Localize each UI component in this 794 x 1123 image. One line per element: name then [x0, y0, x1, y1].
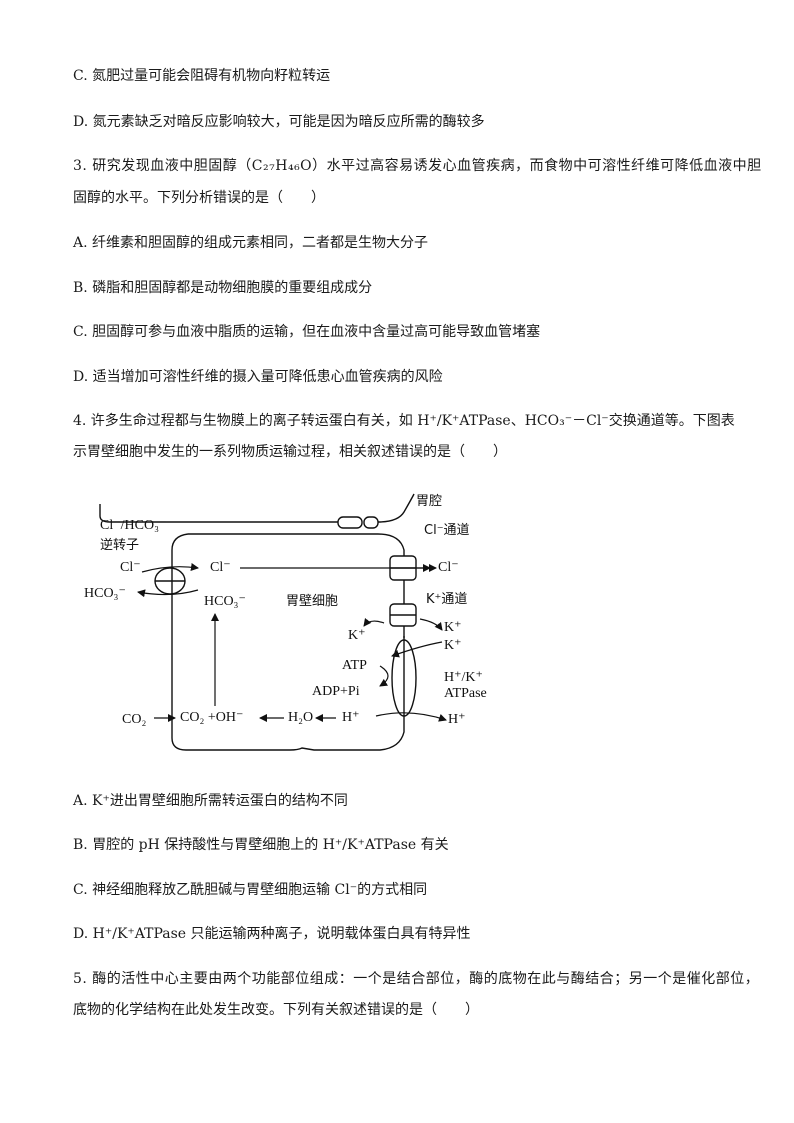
question-3-stem-line2: 固醇的水平。下列分析错误的是（ ）: [73, 190, 325, 206]
label-h-out: H⁺: [448, 712, 466, 727]
lumen-membrane-left: [99, 504, 338, 523]
label-cell-name: 胃壁细胞: [286, 594, 339, 609]
lumen-membrane-right: [377, 493, 415, 523]
label-k-out-2: K⁺: [444, 638, 462, 653]
label-pump: H⁺/K⁺: [444, 670, 483, 685]
question-3-stem-line1: 3. 研究发现血液中胆固醇（C₂₇H₄₆O）水平过高容易诱发心血管疾病，而食物中…: [73, 158, 762, 174]
parietal-cell-diagram: 胃腔 Cl⁻/HCO₃⁻ 逆转子 Cl⁻ HCO₃⁻ Cl⁻ HCO₃⁻ 胃壁细…: [80, 486, 500, 761]
question-3-option-b: B. 磷脂和胆固醇都是动物细胞膜的重要组成成分: [73, 280, 373, 296]
label-pump-atpase: ATPase: [444, 686, 487, 701]
option-c-q2: C. 氮肥过量可能会阻碍有机物向籽粒转运: [73, 68, 331, 84]
diagram-drawing: [99, 493, 447, 751]
label-cl-out: Cl⁻: [438, 560, 459, 575]
label-antiporter-ions: Cl⁻/HCO₃⁻: [100, 518, 167, 533]
label-adp-pi: ADP+Pi: [312, 684, 360, 699]
question-4-option-d: D. H⁺/K⁺ATPase 只能运输两种离子，说明载体蛋白具有特异性: [73, 926, 471, 942]
label-cl-left: Cl⁻: [120, 560, 141, 575]
label-k-out-1: K⁺: [444, 620, 462, 635]
question-4-option-a: A. K⁺进出胃壁细胞所需转运蛋白的结构不同: [73, 793, 348, 809]
label-antiporter: 逆转子: [100, 538, 140, 553]
question-4-option-b: B. 胃腔的 pH 保持酸性与胃壁细胞上的 H⁺/K⁺ATPase 有关: [73, 837, 449, 853]
label-cl-channel: Cl⁻通道: [424, 523, 470, 538]
question-5-stem-line2: 底物的化学结构在此处发生改变。下列有关叙述错误的是（ ）: [73, 1002, 479, 1018]
question-3-option-c: C. 胆固醇可参与血液中脂质的运输，但在血液中含量过高可能导致血管堵塞: [73, 324, 541, 340]
question-5-stem-line1: 5. 酶的活性中心主要由两个功能部位组成：一个是结合部位，酶的底物在此与酶结合；…: [73, 971, 760, 987]
label-k-channel: K⁺通道: [426, 592, 468, 607]
tight-junction-2: [363, 516, 379, 529]
label-co2-oh: CO₂ +OH⁻: [180, 710, 244, 725]
question-3-option-d: D. 适当增加可溶性纤维的摄入量可降低患心血管疾病的风险: [73, 369, 443, 385]
label-atp: ATP: [342, 658, 367, 673]
label-hco3-left: HCO₃⁻: [84, 586, 126, 601]
label-cl-inner: Cl⁻: [210, 560, 231, 575]
question-4-stem-line1: 4. 许多生命过程都与生物膜上的离子转运蛋白有关，如 H⁺/K⁺ATPase、H…: [73, 413, 735, 429]
label-h2o: H₂O: [288, 710, 314, 725]
label-k-in: K⁺: [348, 628, 366, 643]
question-4-stem-line2: 示胃壁细胞中发生的一系列物质运输过程，相关叙述错误的是（ ）: [73, 444, 507, 460]
label-stomach-lumen: 胃腔: [416, 494, 443, 509]
option-d-q2: D. 氮元素缺乏对暗反应影响较大，可能是因为暗反应所需的酶较多: [73, 114, 485, 130]
label-hco3-inner: HCO₃⁻: [204, 594, 246, 609]
question-4-option-c: C. 神经细胞释放乙酰胆碱与胃壁细胞运输 Cl⁻的方式相同: [73, 882, 428, 898]
pump-ellipse: [391, 639, 417, 717]
label-co2-left: CO₂: [122, 712, 147, 727]
tight-junction-1: [337, 516, 363, 529]
label-h-in: H⁺: [342, 710, 360, 725]
question-3-option-a: A. 纤维素和胆固醇的组成元素相同，二者都是生物大分子: [73, 235, 429, 251]
